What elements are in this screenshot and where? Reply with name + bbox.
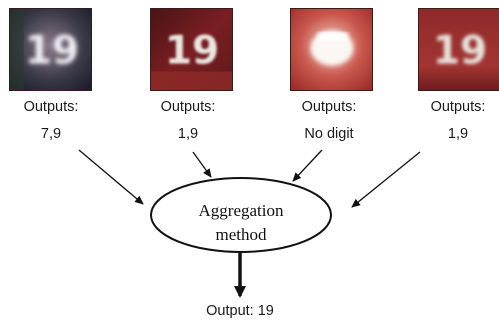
input-image-1: 19	[9, 8, 92, 91]
outputs-value: 1,9	[177, 126, 199, 142]
outputs-label-2: Outputs: 1,9	[133, 97, 243, 144]
house-number-photo-2: 19	[151, 9, 232, 90]
outputs-heading: Outputs:	[430, 99, 486, 115]
outputs-label-1: Outputs: 7,9	[0, 97, 106, 144]
input-image-2: 19	[150, 8, 233, 91]
input-image-4: 19	[418, 8, 499, 91]
outputs-heading: Outputs:	[301, 99, 357, 115]
arrow-4	[351, 151, 421, 208]
outputs-value: 7,9	[40, 126, 62, 142]
svg-text:19: 19	[25, 29, 79, 74]
arrow-3	[292, 149, 323, 182]
svg-text:19: 19	[165, 29, 219, 74]
house-number-photo-3	[291, 9, 372, 90]
aggregation-method-label: Aggregation method	[150, 199, 332, 247]
aggregation-line-2: method	[215, 225, 267, 244]
outputs-label-4: Outputs: 1,9	[403, 97, 499, 144]
outputs-heading: Outputs:	[23, 99, 79, 115]
outputs-label-3: Outputs: No digit	[274, 97, 384, 144]
aggregation-line-1: Aggregation	[198, 201, 284, 220]
arrow-2	[192, 151, 212, 178]
outputs-heading: Outputs:	[160, 99, 216, 115]
outputs-value: 1,9	[447, 126, 469, 142]
arrow-1	[78, 149, 144, 205]
svg-text:19: 19	[433, 29, 487, 74]
aggregation-ellipse	[150, 177, 332, 253]
final-output-label: Output: 19	[206, 303, 274, 319]
outputs-value: No digit	[304, 126, 354, 142]
house-number-photo-1: 19	[10, 9, 91, 90]
house-number-photo-4: 19	[419, 9, 499, 90]
input-image-3	[290, 8, 373, 91]
